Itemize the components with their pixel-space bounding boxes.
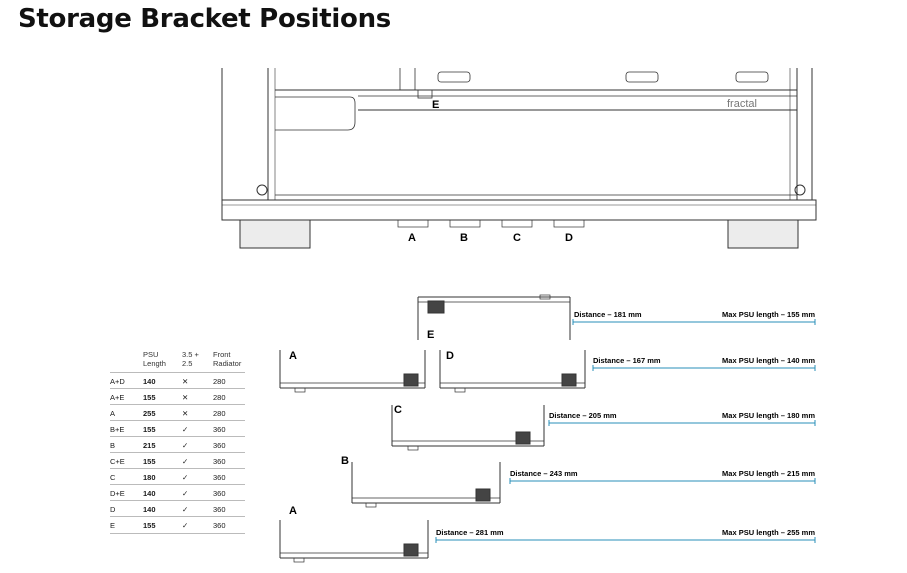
table-row: C+E 155 ✓ 360 [110, 452, 245, 469]
bracket-a-top-label: A [289, 350, 297, 362]
bracket-c-measure-line [548, 420, 816, 426]
table-row: A+E 155 ✕ 280 [110, 388, 245, 405]
bracket-e-label: E [427, 329, 434, 341]
case-label-d: D [565, 232, 573, 244]
header-drive-support: 3.5 + 2.5 [182, 350, 199, 368]
bracket-b-label: B [341, 455, 349, 467]
bracket-b-max-psu: Max PSU length – 215 mm [722, 469, 815, 478]
bracket-ad-measure-line [592, 365, 816, 371]
table-row: D 140 ✓ 360 [110, 500, 245, 517]
page-title: Storage Bracket Positions [18, 4, 391, 34]
case-label-a: A [408, 232, 416, 244]
bracket-a-bottom-max-psu: Max PSU length – 255 mm [722, 528, 815, 537]
case-label-b: B [460, 232, 468, 244]
bracket-e-measure-line [572, 319, 816, 325]
bracket-d-drawing [439, 350, 586, 393]
bracket-a-bottom-distance: Distance – 281 mm [436, 528, 504, 537]
case-label-c: C [513, 232, 521, 244]
case-illustration [221, 68, 817, 249]
bracket-a-bottom-measure-line [435, 537, 816, 543]
bracket-a-bottom-label: A [289, 505, 297, 517]
bracket-c-distance: Distance – 205 mm [549, 411, 617, 420]
case-label-e: E [432, 99, 439, 111]
table-row: D+E 140 ✓ 360 [110, 484, 245, 501]
table-row: C 180 ✓ 360 [110, 468, 245, 485]
bracket-e-drawing [417, 294, 571, 340]
bracket-b-measure-line [509, 478, 816, 484]
bracket-a-bottom-drawing [279, 520, 429, 563]
bracket-b-distance: Distance – 243 mm [510, 469, 578, 478]
bracket-d-label: D [446, 350, 454, 362]
bracket-c-drawing [391, 405, 545, 451]
bracket-a-drawing [279, 350, 426, 393]
table-row: B 215 ✓ 360 [110, 436, 245, 453]
brand-mark: fractal [727, 98, 757, 110]
table-row: A 255 ✕ 280 [110, 404, 245, 421]
bracket-b-drawing [351, 462, 501, 508]
table-row: B+E 155 ✓ 360 [110, 420, 245, 437]
header-front-radiator: Front Radiator [213, 350, 242, 368]
bracket-ad-max-psu: Max PSU length – 140 mm [722, 356, 815, 365]
bracket-ad-distance: Distance – 167 mm [593, 356, 661, 365]
table-row: A+D 140 ✕ 280 [110, 372, 245, 389]
bracket-e-max-psu: Max PSU length – 155 mm [722, 310, 815, 319]
bracket-c-label: C [394, 404, 402, 416]
header-psu-length: PSU Length [143, 350, 166, 368]
table-row: E 155 ✓ 360 [110, 516, 245, 534]
bracket-c-max-psu: Max PSU length – 180 mm [722, 411, 815, 420]
bracket-e-distance: Distance – 181 mm [574, 310, 642, 319]
